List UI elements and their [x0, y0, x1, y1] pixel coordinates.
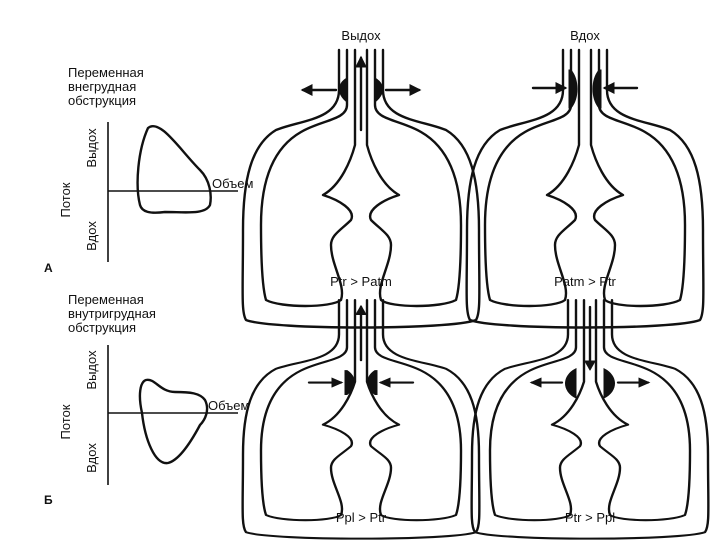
panel-b-expiration-caption: Ppl > Ptr [336, 510, 387, 525]
panel-b: Переменная внутригрудная обструкция Пото… [44, 292, 708, 539]
panel-b-title-line-2: внутригрудная [68, 306, 156, 321]
panel-a-inspiration-header: Вдох [570, 28, 600, 43]
panel-b-title-line-1: Переменная [68, 292, 144, 307]
panel-b-title-line-3: обструкция [68, 320, 136, 335]
panel-a-expiration-header: Выдох [341, 28, 381, 43]
panel-a-letter: А [44, 261, 53, 275]
panel-b-flow-volume-loop [140, 380, 207, 463]
panel-a-inspiration-caption: Patm > Ptr [554, 274, 616, 289]
panel-b-expiration-lungs [243, 300, 480, 539]
panel-a-title-line-3: обструкция [68, 93, 136, 108]
panel-a-expiration-caption: Ptr > Patm [330, 274, 392, 289]
panel-a-y-bottom-label: Вдох [84, 221, 99, 251]
panel-b-y-top-label: Выдох [84, 350, 99, 390]
panel-b-inspiration-caption: Ptr > Ppl [565, 510, 615, 525]
panel-a-axis-label: Поток [58, 182, 73, 217]
panel-a-title-line-1: Переменная [68, 65, 144, 80]
panel-b-x-label: Объем [208, 398, 249, 413]
panel-b-axis-label: Поток [58, 404, 73, 439]
panel-a-flow-volume-loop [138, 126, 211, 213]
panel-b-letter: Б [44, 493, 53, 507]
panel-a: Переменная внегрудная обструкция Поток В… [44, 28, 703, 328]
panel-b-inspiration-lungs [472, 300, 709, 539]
panel-a-title-line-2: внегрудная [68, 79, 136, 94]
panel-a-y-top-label: Выдох [84, 128, 99, 168]
panel-b-y-bottom-label: Вдох [84, 443, 99, 473]
